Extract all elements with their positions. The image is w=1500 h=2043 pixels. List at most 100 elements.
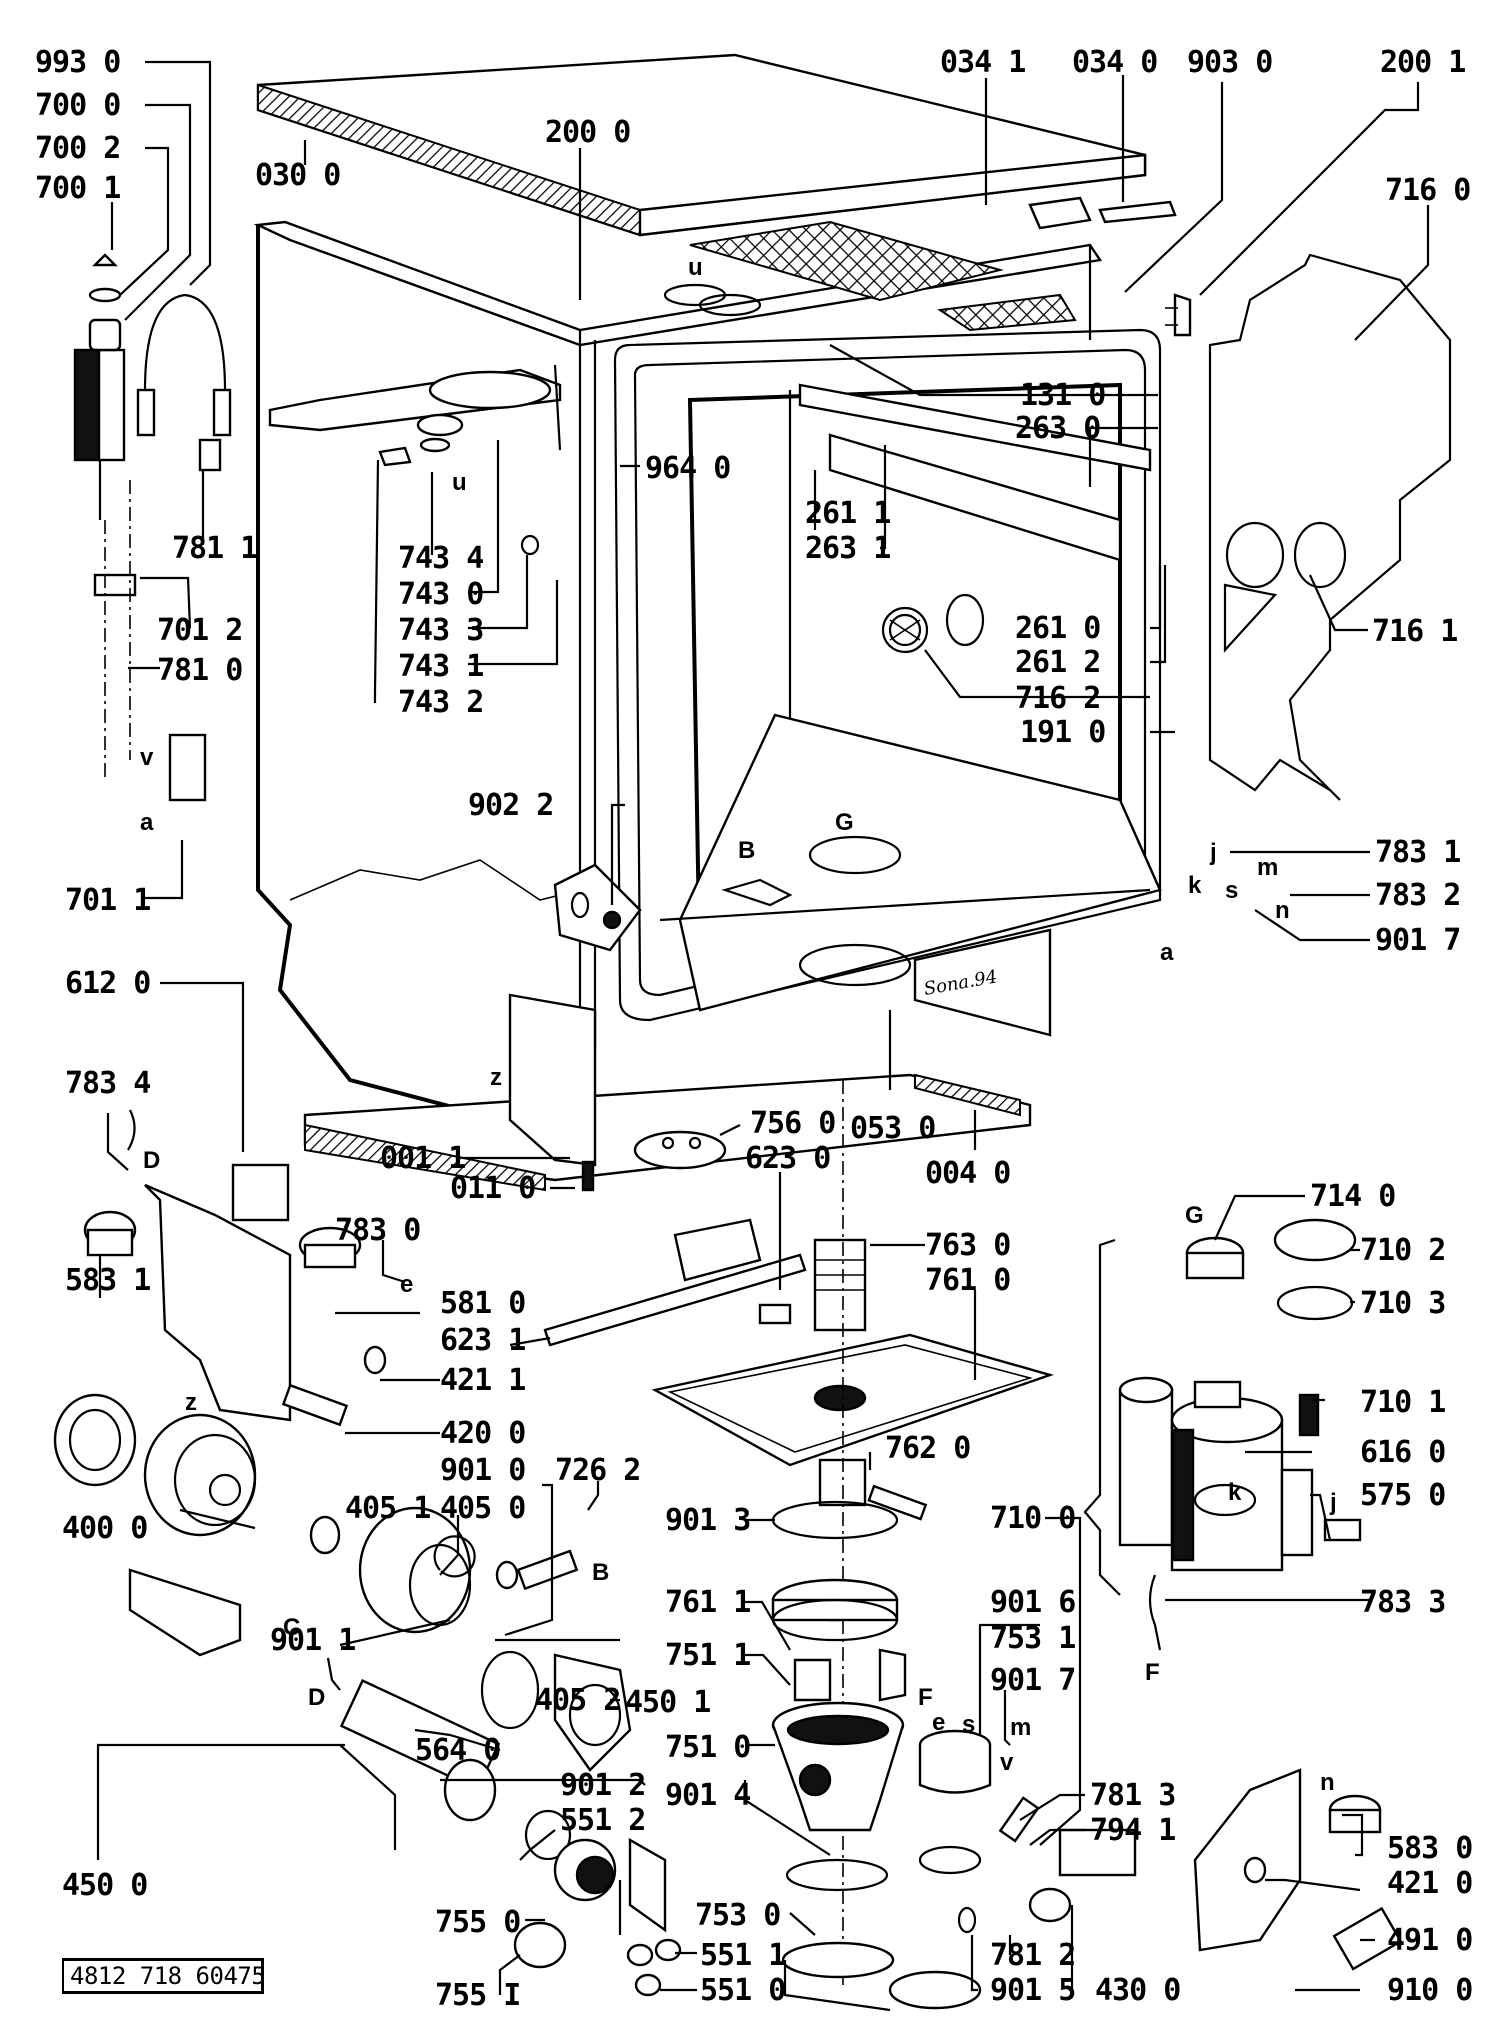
- document-number-box: [62, 1958, 264, 1994]
- part-labels: 993 0 700 0 700 2 700 1 030 0 200 0 034 …: [35, 45, 1473, 2013]
- part-label: 964 0: [645, 451, 730, 486]
- inlet-valve-assembly: [918, 1729, 1403, 1971]
- part-label: 743 1: [398, 649, 483, 684]
- part-label: 701 2: [157, 613, 242, 648]
- part-label: 583 0: [1387, 1831, 1472, 1866]
- part-label: 716 1: [1372, 614, 1457, 649]
- part-label: 743 4: [398, 541, 483, 576]
- part-label: 551 0: [700, 1973, 785, 2008]
- connection-letter: z: [490, 1064, 502, 1091]
- document-number: 4812 718 60475: [70, 1962, 266, 1990]
- part-label: 763 0: [925, 1228, 1010, 1263]
- part-label: 700 0: [35, 88, 120, 123]
- part-label: 993 0: [35, 45, 120, 80]
- part-label: 902 2: [468, 788, 553, 823]
- part-label: 700 1: [35, 171, 120, 206]
- filter-assembly: [651, 1080, 1054, 1990]
- part-label: 200 1: [1380, 45, 1465, 80]
- part-label: 581 0: [440, 1286, 525, 1321]
- fan-wheel: [881, 593, 985, 654]
- connection-letter: j: [1209, 839, 1217, 866]
- part-label: 751 0: [665, 1730, 750, 1765]
- hinge-block: [1028, 196, 1092, 230]
- part-label: 794 1: [1090, 1813, 1175, 1848]
- part-label: 616 0: [1360, 1435, 1445, 1470]
- part-label: 901 7: [990, 1663, 1075, 1698]
- part-label: 623 1: [440, 1323, 525, 1358]
- door-spring-assembly: [73, 253, 232, 802]
- part-label: 783 3: [1360, 1585, 1445, 1620]
- part-label: 421 1: [440, 1363, 525, 1398]
- part-label: 755 0: [435, 1905, 520, 1940]
- part-label: 781 1: [172, 531, 257, 566]
- connection-letters: u u v a a B B G G j k k s s m m n n D D …: [140, 254, 1337, 1796]
- part-label: 551 2: [560, 1803, 645, 1838]
- part-label: 191 0: [1020, 715, 1105, 750]
- part-label: 034 1: [940, 45, 1025, 80]
- connection-letter: B: [592, 1559, 609, 1586]
- part-label: 405 2: [535, 1683, 620, 1718]
- part-label: 716 2: [1015, 681, 1100, 716]
- connection-letter: n: [1320, 1769, 1335, 1796]
- tub: Sona.94: [613, 328, 1162, 1037]
- heater-rod: [543, 1218, 807, 1347]
- hinge-clip: [1165, 293, 1192, 337]
- part-label: 564 0: [415, 1733, 500, 1768]
- connection-letter: k: [1188, 872, 1202, 899]
- part-label: 726 2: [555, 1453, 640, 1488]
- part-label: 761 1: [665, 1585, 750, 1620]
- part-label: 263 0: [1015, 411, 1100, 446]
- part-label: 743 0: [398, 577, 483, 612]
- part-label: 710 1: [1360, 1385, 1445, 1420]
- part-label: 001 1: [380, 1141, 465, 1176]
- connection-letter: z: [185, 1389, 197, 1416]
- part-label: 261 1: [805, 496, 890, 531]
- part-label: 450 0: [62, 1868, 147, 1903]
- part-label: 743 2: [398, 685, 483, 720]
- connection-letter: a: [1160, 939, 1174, 966]
- part-label: 612 0: [65, 966, 150, 1001]
- part-label: 743 3: [398, 613, 483, 648]
- connection-letter: j: [1329, 1489, 1337, 1516]
- control-bracket: [83, 1109, 387, 1427]
- part-label: 901 2: [560, 1768, 645, 1803]
- heater-tube: [339, 1679, 682, 1997]
- connection-letter: D: [143, 1147, 160, 1174]
- part-label: 781 2: [990, 1938, 1075, 1973]
- leader-lines: [96, 60, 1430, 1995]
- part-label: 011 0: [450, 1171, 535, 1206]
- part-label: 901 0: [440, 1453, 525, 1488]
- part-label: 901 4: [665, 1778, 750, 1813]
- connection-letter: D: [308, 1684, 325, 1711]
- connection-letter: v: [1000, 1749, 1014, 1776]
- connection-letter: m: [1257, 854, 1278, 881]
- part-label: 901 5: [990, 1973, 1075, 2008]
- part-label: 901 7: [1375, 923, 1460, 958]
- part-label: 751 1: [665, 1638, 750, 1673]
- part-label: 714 0: [1310, 1179, 1395, 1214]
- part-label: 903 0: [1187, 45, 1272, 80]
- connection-letter: C: [283, 1614, 300, 1641]
- part-label: 261 0: [1015, 611, 1100, 646]
- part-label: 623 0: [745, 1141, 830, 1176]
- hinge-plate-side: [553, 863, 642, 952]
- part-label: 583 1: [65, 1263, 150, 1298]
- base-frame: [303, 993, 1032, 1192]
- part-label: 421 0: [1387, 1866, 1472, 1901]
- part-label: 400 0: [62, 1511, 147, 1546]
- part-label: 756 0: [750, 1106, 835, 1141]
- part-label: 901 6: [990, 1585, 1075, 1620]
- part-label: 783 0: [335, 1213, 420, 1248]
- part-label: 053 0: [850, 1111, 935, 1146]
- part-label: 901 3: [665, 1503, 750, 1538]
- sump-flap: [793, 1658, 832, 1702]
- part-label: 420 0: [440, 1416, 525, 1451]
- part-label: 710 2: [1360, 1233, 1445, 1268]
- part-label: 781 3: [1090, 1778, 1175, 1813]
- part-label: 901 1: [270, 1623, 355, 1658]
- detergent-dispenser: [268, 364, 562, 556]
- part-label: 762 0: [885, 1431, 970, 1466]
- side-duct-panel: [1208, 253, 1452, 801]
- part-label: 781 0: [157, 653, 242, 688]
